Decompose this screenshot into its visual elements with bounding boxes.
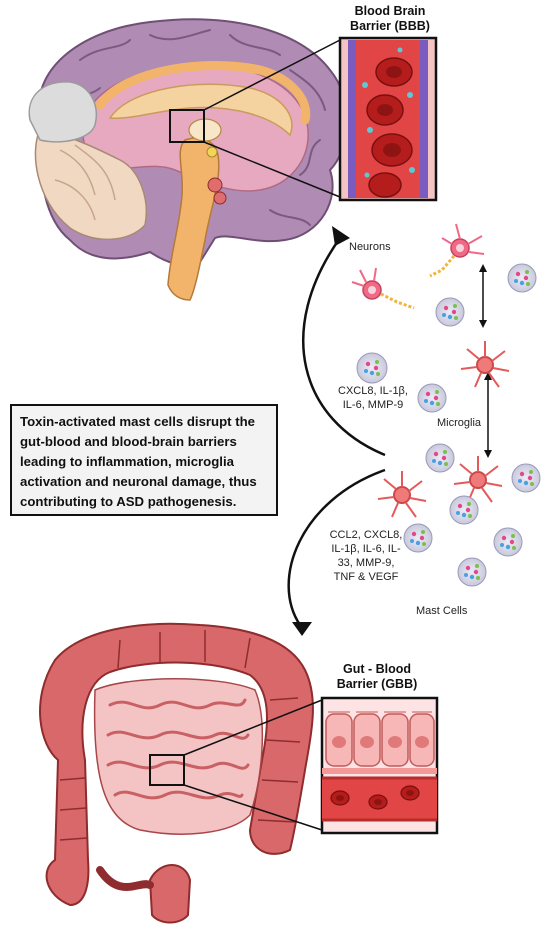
- bbb-inset: [338, 36, 438, 202]
- gut-zoom-square: [149, 754, 185, 786]
- mast-cells: [356, 263, 541, 587]
- gut-illustration: [39, 622, 323, 924]
- bbb-title: Blood Brain Barrier (BBB): [320, 4, 460, 34]
- mediators-top: CXCL8, IL-1β, IL-6, MMP-9: [318, 384, 428, 412]
- arrows: [287, 237, 386, 626]
- mediators-bottom-line3: 33, MMP-9,: [337, 557, 395, 569]
- mediators-bottom-line4: TNF & VEGF: [333, 571, 399, 583]
- neuron-cells: [351, 223, 485, 310]
- mediators-bottom: CCL2, CXCL8, IL-1β, IL-6, IL- 33, MMP-9,…: [318, 528, 414, 584]
- pituitary: [207, 177, 223, 193]
- rectum: [148, 864, 192, 924]
- mediators-bottom-line1: CCL2, CXCL8,: [329, 529, 403, 541]
- gbb-title-line1: Gut - Blood: [342, 662, 412, 676]
- microglia-label: Microglia: [437, 417, 482, 429]
- corpus-callosum: [108, 83, 293, 137]
- arrow-head-down: [292, 622, 312, 636]
- large-intestine: [39, 622, 314, 907]
- gbb-title-line2: Barrier (GBB): [336, 677, 418, 691]
- bbb-title-line2: Barrier (BBB): [350, 19, 430, 33]
- bbb-title-line1: Blood Brain: [354, 4, 426, 18]
- summary-box: Toxin-activated mast cells disrupt the g…: [10, 404, 278, 516]
- arrow-head-up: [332, 226, 350, 246]
- summary-text: Toxin-activated mast cells disrupt the g…: [20, 414, 257, 509]
- cingulate: [95, 61, 311, 125]
- gbb-title: Gut - Blood Barrier (GBB): [312, 662, 442, 692]
- cerebellum: [34, 129, 147, 240]
- mast-cells-label: Mast Cells: [416, 605, 468, 617]
- mediators-bottom-line2: IL-1β, IL-6, IL-: [331, 543, 401, 555]
- occipital-lobe: [28, 81, 97, 143]
- bbb-rbcs: [366, 57, 413, 198]
- brainstem: [167, 137, 220, 301]
- brain-illustration: [28, 18, 348, 301]
- gbb-inset: [320, 696, 439, 835]
- mediators-top-line1: CXCL8, IL-1β,: [338, 385, 408, 397]
- neurons-label: Neurons: [349, 241, 391, 253]
- brain-zoom-square: [169, 109, 205, 143]
- double-arrows: [482, 270, 489, 452]
- mediators-top-line2: IL-6, MMP-9: [342, 399, 404, 411]
